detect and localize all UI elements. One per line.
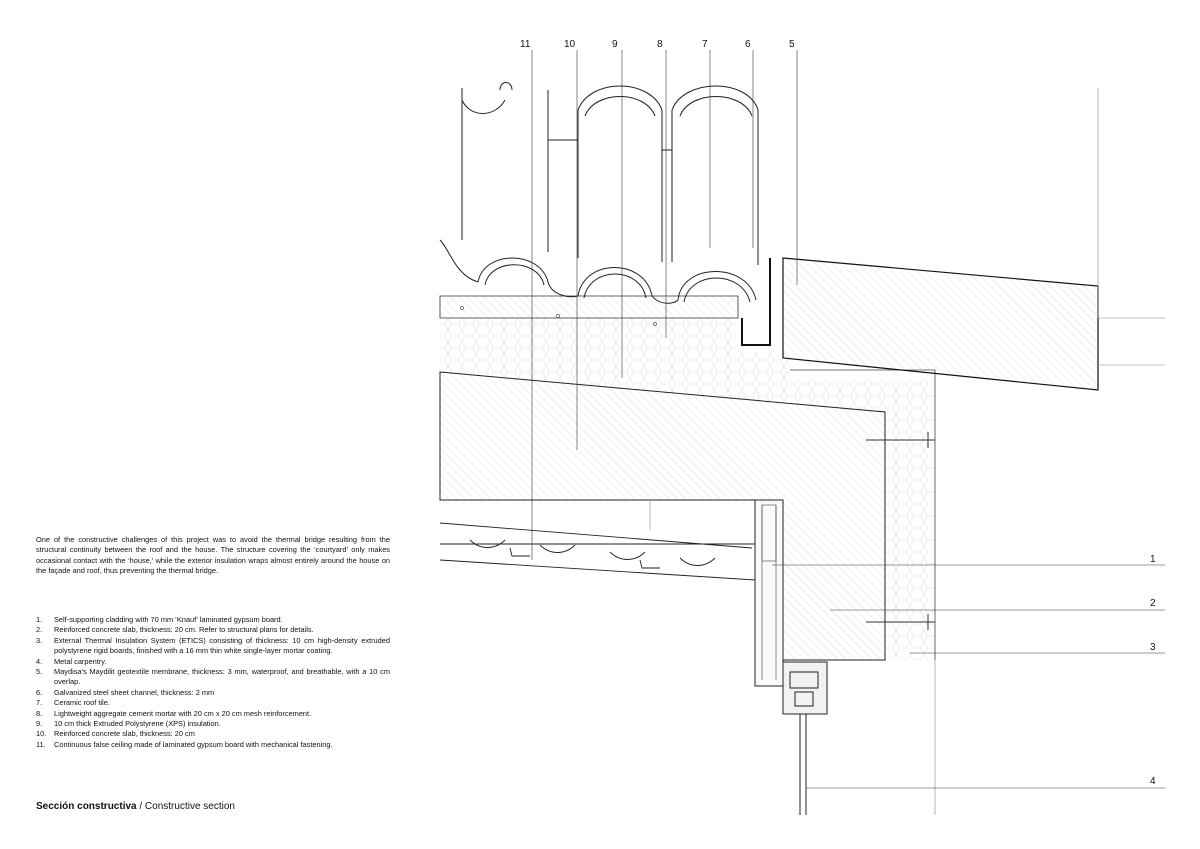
legend-item: 3. External Thermal Insulation System (ET… [36,636,390,657]
legend-text: Self-supporting cladding with 70 mm ‘Kna… [54,615,283,624]
legend-text: Ceramic roof tile. [54,698,110,708]
legend-number: 10. [36,729,47,739]
drawing-caption: Sección constructiva / Constructive sect… [36,801,235,812]
courtyard-roof-slab [782,257,1099,391]
legend-list: 1. Self-supporting cladding with 70 mm ‘K… [36,615,390,750]
steel-channel [741,258,771,346]
legend-number: 11. [36,739,46,749]
callout-10: 10 [564,39,576,50]
legend-number: 7. [36,698,43,708]
legend-text: Reinforced concrete slab, thickness: 20 … [54,625,314,635]
legend-number: 8. [36,708,43,718]
callout-2: 2 [1150,598,1156,609]
guide-lines [649,88,1165,815]
callout-5: 5 [789,39,795,50]
legend-item: 5. Maydisa’s Maydilit geotextile membrane… [36,667,390,688]
false-ceiling [439,522,756,581]
legend-number: 9. [36,719,43,729]
legend-number: 5. [36,667,43,677]
callout-6: 6 [745,39,751,50]
legend-item: 4. Metal carpentry. [36,657,390,667]
intro-paragraph: One of the constructive challenges of th… [36,535,390,576]
legend-number: 3. [36,635,43,645]
legend-item: 9. 10 cm thick Extruded Polystyrene (XPS)… [36,719,390,729]
mortar-layer [439,295,739,326]
legend-text: 10 cm thick Extruded Polystyrene (XPS) i… [54,719,221,729]
legend-number: 2. [36,625,43,635]
right-callout-labels: 1 2 3 4 [1150,554,1156,787]
right-callout-leaders [772,564,1165,789]
callout-4: 4 [1150,776,1156,787]
caption-bold: Sección constructiva [36,801,137,812]
legend-text: Continuous false ceiling made of laminat… [54,739,333,749]
legend-item: 7. Ceramic roof tile. [36,698,390,708]
gypsum-cladding [754,499,784,687]
callout-7: 7 [702,39,708,50]
legend-item: 6. Galvanized steel sheet channel, thickn… [36,688,390,698]
legend-item: 1. Self-supporting cladding with 70 mm ‘K… [36,615,390,625]
roof-concrete-slab [439,371,886,661]
legend-text: Maydisa’s Maydilit geotextile membrane, … [54,667,390,687]
anchor-dowels [866,432,935,630]
top-callout-labels: 11 10 9 8 7 6 5 [520,39,795,50]
legend-item: 11. Continuous false ceiling made of lami… [36,740,390,750]
legend-number: 6. [36,687,43,697]
legend-text: Galvanized steel sheet channel, thicknes… [54,687,215,697]
callout-1: 1 [1150,554,1156,565]
callout-11: 11 [520,39,531,50]
legend-number: 4. [36,656,43,666]
legend-number: 1. [36,615,43,624]
legend-text: Reinforced concrete slab, thickness: 20 … [54,729,195,739]
caption-rest: / Constructive section [136,801,235,812]
callout-9: 9 [612,39,618,50]
ceramic-roof-tiles [439,82,759,304]
callout-8: 8 [657,39,663,50]
top-callout-leaders [531,50,798,560]
legend-text: External Thermal Insulation System (ETIC… [54,635,390,656]
legend-item: 10. Reinforced concrete slab, thickness: … [36,729,390,739]
legend-text: Metal carpentry. [54,656,107,666]
legend-item: 8. Lightweight aggregate cement mortar wi… [36,709,390,719]
xps-insulation-layer [440,318,935,660]
legend-text: Lightweight aggregate cement mortar with… [54,708,312,718]
callout-3: 3 [1150,642,1156,653]
legend-item: 2. Reinforced concrete slab, thickness: 2… [36,625,390,635]
metal-carpentry [782,661,828,815]
